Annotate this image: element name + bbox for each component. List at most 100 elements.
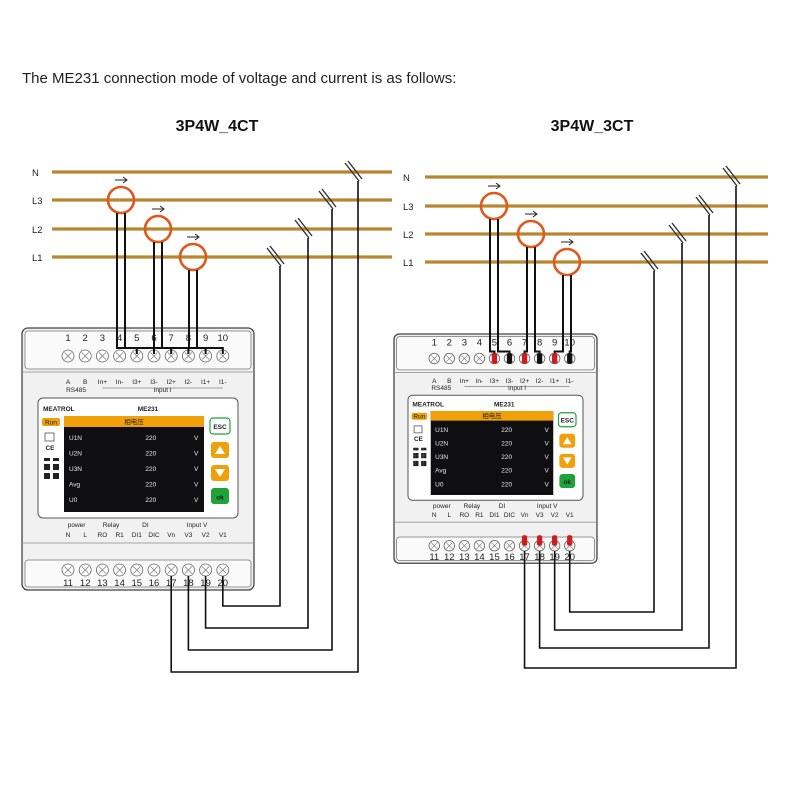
lcd-screen bbox=[64, 416, 204, 512]
rs485-label: RS485 bbox=[66, 387, 86, 394]
terminal-plug bbox=[552, 535, 558, 546]
voltage-wire bbox=[170, 181, 359, 673]
lcd-row-value: 220 bbox=[501, 481, 512, 488]
qr-cell bbox=[423, 447, 427, 451]
line-label-l2: L2 bbox=[32, 225, 43, 236]
terminal-number: 12 bbox=[80, 578, 91, 589]
lcd-row-value: 220 bbox=[501, 454, 512, 461]
terminal-label: N bbox=[432, 512, 437, 519]
lcd-row-unit: V bbox=[545, 427, 550, 434]
qr-cell bbox=[415, 447, 419, 451]
current-transformer-icon bbox=[516, 219, 546, 249]
terminal-label: I2- bbox=[536, 378, 544, 385]
input-i-label: Input I bbox=[154, 387, 172, 394]
qr-cell bbox=[53, 476, 56, 479]
line-label-l2: L2 bbox=[403, 230, 414, 241]
screw-slot bbox=[491, 542, 498, 550]
qr-cell bbox=[423, 463, 427, 467]
terminal-number: 5 bbox=[492, 337, 497, 348]
arrow-right-icon bbox=[115, 176, 128, 184]
qr-cell bbox=[421, 455, 424, 459]
terminal-label: Vn bbox=[167, 532, 175, 539]
ok-label: ok bbox=[216, 495, 224, 502]
run-indicator bbox=[42, 418, 60, 426]
terminal-number: 10 bbox=[218, 333, 229, 344]
terminal-label: V1 bbox=[566, 512, 574, 519]
lcd-row-unit: V bbox=[545, 441, 550, 448]
terminal-label: A bbox=[432, 378, 437, 385]
terminal-number: 14 bbox=[114, 578, 125, 589]
terminal-label: I3- bbox=[150, 379, 158, 386]
qr-cell bbox=[423, 460, 427, 464]
terminal-number: 4 bbox=[477, 337, 482, 348]
screw-slot bbox=[98, 352, 107, 360]
lcd-row-value: 220 bbox=[501, 441, 512, 448]
qr-cell bbox=[421, 453, 424, 456]
terminal-label: I3+ bbox=[132, 379, 141, 386]
group-label-input-v: Input V bbox=[537, 503, 558, 510]
run-label: Run bbox=[45, 420, 57, 427]
qr-cell bbox=[413, 453, 416, 456]
meter-device: 1A2B3In+4In-5I3+6I3-7I2+8I2-9I1+10I1-RS4… bbox=[21, 327, 255, 591]
terminal-label: I2- bbox=[185, 379, 193, 386]
current-transformer-icon bbox=[479, 191, 509, 221]
line-label-n: N bbox=[403, 173, 410, 184]
voltage-clip-icon bbox=[266, 247, 282, 267]
screw-slot bbox=[476, 542, 483, 550]
lcd-row-unit: V bbox=[545, 454, 550, 461]
voltage-clip-icon bbox=[695, 196, 711, 216]
screw-slot bbox=[476, 355, 483, 362]
terminal-number: 11 bbox=[63, 578, 73, 589]
lcd-row-label: Avg bbox=[69, 482, 80, 489]
run-label: Run bbox=[413, 413, 425, 420]
diagram-3ct: 3P4W_3CTNL3L2L11A2B3In+4In-5I3+6I3-7I2+8… bbox=[393, 118, 768, 669]
terminal-label: I1+ bbox=[550, 378, 559, 385]
qr-code-icon bbox=[413, 447, 427, 467]
esc-button bbox=[209, 417, 231, 435]
qr-cell bbox=[421, 460, 424, 464]
terminal-label: V1 bbox=[219, 532, 227, 539]
terminal-label: L bbox=[447, 512, 451, 519]
model-name: ME231 bbox=[138, 406, 159, 413]
screw-slot bbox=[201, 566, 210, 574]
terminal-number: 8 bbox=[537, 337, 542, 348]
ct-wire bbox=[196, 270, 224, 354]
input-i-label: Input I bbox=[508, 385, 526, 392]
qr-cell bbox=[423, 453, 427, 456]
terminal-number: 15 bbox=[489, 552, 500, 563]
qr-cell bbox=[56, 464, 59, 467]
terminal-label: R1 bbox=[115, 532, 124, 539]
screw-slot bbox=[219, 352, 227, 360]
lcd-row-value: 220 bbox=[145, 466, 156, 473]
terminal-plug bbox=[567, 353, 573, 364]
voltage-clip-icon bbox=[668, 224, 684, 244]
terminal-label: V2 bbox=[551, 512, 559, 519]
voltage-clip-icon bbox=[725, 165, 741, 185]
terminal-number: 2 bbox=[83, 333, 88, 344]
esc-label: ESC bbox=[561, 417, 575, 424]
screw-slot bbox=[461, 542, 468, 550]
screw-slot bbox=[64, 352, 72, 360]
arrow-up-icon bbox=[562, 437, 572, 445]
lcd-row-label: U0 bbox=[69, 497, 78, 504]
terminal-number: 3 bbox=[100, 333, 105, 344]
intro-text: The ME231 connection mode of voltage and… bbox=[22, 70, 457, 87]
qr-cell bbox=[413, 455, 416, 459]
terminal-label: RO bbox=[459, 512, 469, 519]
terminal-number: 15 bbox=[132, 578, 143, 589]
voltage-clip-icon bbox=[294, 219, 310, 239]
terminal-plug bbox=[536, 535, 543, 546]
voltage-clip-icon bbox=[722, 167, 738, 187]
qr-cell bbox=[56, 458, 59, 461]
terminal-label: Vn bbox=[521, 512, 529, 519]
rs485-label: RS485 bbox=[431, 385, 451, 392]
terminal-plug bbox=[521, 353, 528, 364]
qr-cell bbox=[53, 467, 56, 470]
qr-code-icon bbox=[44, 458, 59, 479]
voltage-clip-icon bbox=[643, 250, 659, 270]
terminal-label: DI1 bbox=[132, 532, 143, 539]
screw-slot bbox=[167, 566, 175, 574]
lcd-row-unit: V bbox=[545, 468, 550, 475]
terminal-label: I1+ bbox=[201, 379, 210, 386]
group-label-power: power bbox=[433, 503, 452, 510]
